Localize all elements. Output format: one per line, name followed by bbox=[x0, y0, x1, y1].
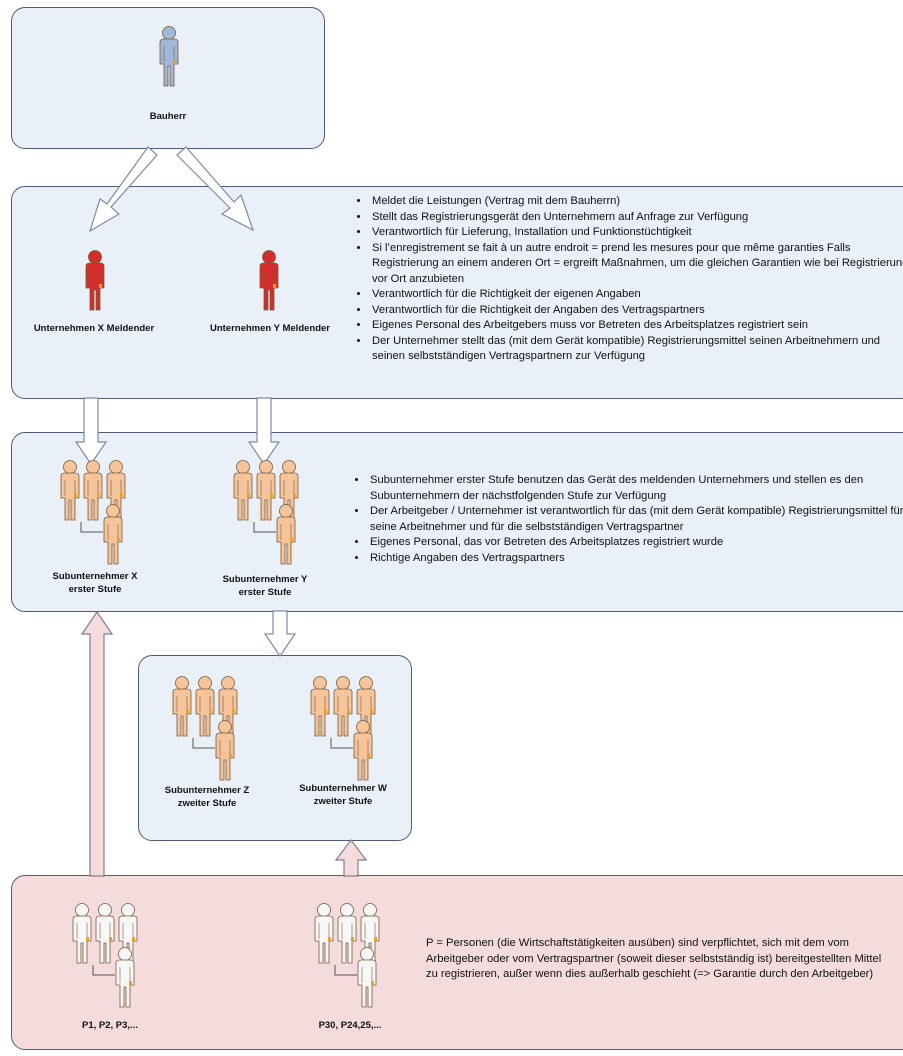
list-item: Der Arbeitgeber / Unternehmer ist verant… bbox=[368, 504, 903, 535]
list-item: Der Unternehmer stellt das (mit dem Gerä… bbox=[370, 334, 903, 365]
list-item: Subunternehmer erster Stufe benutzen das… bbox=[368, 473, 903, 504]
company-y-label: Unternehmen Y Meldender bbox=[209, 323, 330, 334]
arrow-persons-to-sub2 bbox=[334, 839, 368, 877]
subcontractor-y-label-line1: Subunternehmer Y bbox=[222, 574, 308, 585]
list-item: Meldet die Leistungen (Vertrag mit dem B… bbox=[370, 194, 903, 210]
subcontractor-w-label-line1: Subunternehmer W bbox=[299, 783, 387, 794]
subcontractor-duties-list: Subunternehmer erster Stufe benutzen das… bbox=[352, 473, 903, 566]
list-item: Verantwortlich für Lieferung, Installati… bbox=[370, 225, 903, 241]
second-level-subcontractors-box bbox=[138, 655, 412, 841]
persons-group-2-label: P30, P24,25,... bbox=[318, 1020, 382, 1031]
list-item: Eigenes Personal, das vor Betreten des A… bbox=[368, 535, 903, 551]
persons-group-1-label: P1, P2, P3,... bbox=[82, 1020, 138, 1031]
reporting-company-duties-list: Meldet die Leistungen (Vertrag mit dem B… bbox=[354, 194, 903, 365]
subcontractor-z-label-line2: zweiter Stufe bbox=[177, 798, 237, 809]
reporting-companies-box bbox=[11, 186, 903, 399]
list-item: Verantwortlich für die Richtigkeit der e… bbox=[370, 287, 903, 303]
persons-description: P = Personen (die Wirtschaftstätigkeiten… bbox=[426, 937, 882, 980]
subcontractor-x-label-line2: erster Stufe bbox=[68, 584, 122, 595]
list-item: Verantwortlich für die Richtigkeit der A… bbox=[370, 303, 903, 319]
persons-box bbox=[11, 875, 903, 1050]
subcontractor-w-label-line2: zweiter Stufe bbox=[313, 796, 373, 807]
arrow-persons-to-sub1 bbox=[80, 610, 114, 877]
subcontractor-x-label: Subunternehmer X erster Stufe bbox=[40, 570, 150, 596]
list-item: Si l’enregistrement se fait à un autre e… bbox=[370, 241, 903, 288]
bauherr-label: Bauherr bbox=[149, 111, 187, 122]
subcontractor-x-label-line1: Subunternehmer X bbox=[52, 571, 138, 582]
list-item: Eigenes Personal des Arbeitgebers muss v… bbox=[370, 318, 903, 334]
subcontractor-z-label: Subunternehmer Z zweiter Stufe bbox=[152, 784, 262, 810]
arrow-sub1-to-sub2 bbox=[263, 610, 297, 658]
bauherr-box bbox=[11, 7, 325, 149]
subcontractor-y-label: Subunternehmer Y erster Stufe bbox=[210, 573, 320, 599]
subcontractor-z-label-line1: Subunternehmer Z bbox=[164, 785, 250, 796]
list-item: Stellt das Registrierungsgerät den Unter… bbox=[370, 210, 903, 226]
subcontractor-w-label: Subunternehmer W zweiter Stufe bbox=[288, 782, 398, 808]
first-level-subcontractors-box bbox=[11, 432, 903, 612]
company-x-label: Unternehmen X Meldender bbox=[33, 323, 155, 334]
list-item: Richtige Angaben des Vertragspartners bbox=[368, 551, 903, 567]
subcontractor-y-label-line2: erster Stufe bbox=[238, 587, 292, 598]
